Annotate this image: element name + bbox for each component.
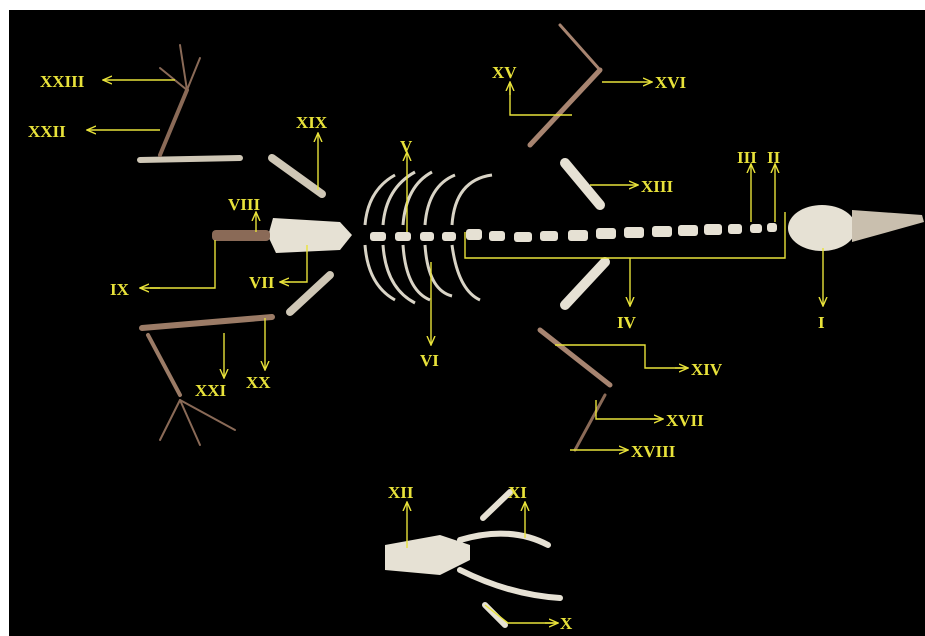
label-XVI: XVI (655, 73, 687, 92)
label-XVIII: XVIII (631, 442, 676, 461)
label-XIV: XIV (691, 360, 723, 379)
tail-vertebrae-bone (212, 230, 270, 241)
label-XIX: XIX (296, 113, 328, 132)
vertebral-column-bones (370, 223, 777, 242)
label-XIII: XIII (641, 177, 674, 196)
shoulder-girdle-bones (385, 492, 560, 625)
label-XV: XV (492, 63, 517, 82)
label-III: III (737, 148, 757, 167)
label-VI: VI (420, 351, 439, 370)
label-XXI: XXI (195, 381, 227, 400)
skull-bone (788, 205, 924, 251)
label-XII: XII (388, 483, 414, 502)
label-XXII: XXII (28, 122, 66, 141)
label-XX: XX (246, 373, 271, 392)
label-I: I (818, 313, 825, 332)
label-VIII: VIII (228, 195, 261, 214)
label-X: X (560, 614, 573, 633)
label-XXIII: XXIII (40, 72, 85, 91)
label-XI: XI (508, 483, 527, 502)
label-VII: VII (249, 273, 275, 292)
label-II: II (767, 148, 781, 167)
label-V: V (400, 137, 413, 156)
label-IV: IV (617, 313, 637, 332)
label-IX: IX (110, 280, 130, 299)
pelvis-bone (268, 218, 352, 253)
label-XVII: XVII (666, 411, 704, 430)
